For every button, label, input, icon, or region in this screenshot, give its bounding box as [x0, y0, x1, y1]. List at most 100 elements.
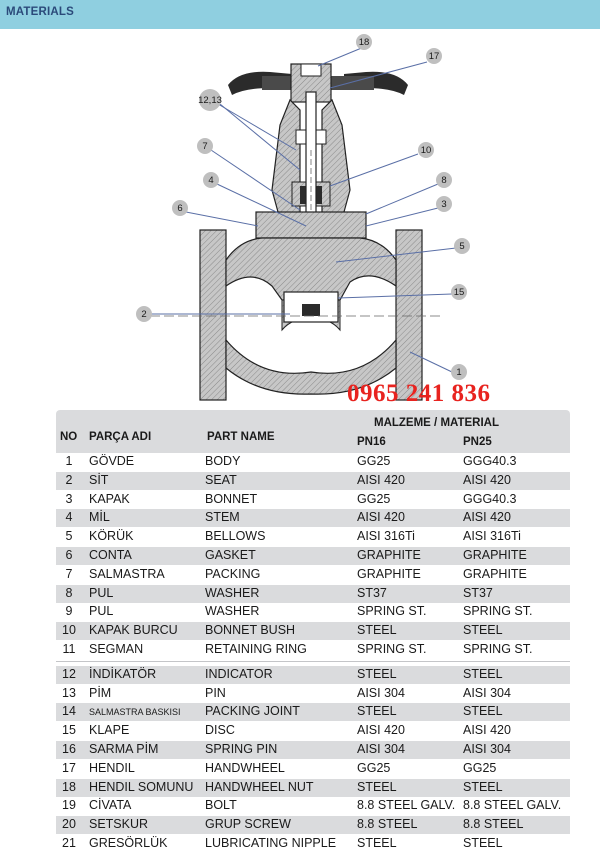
cell-pn16: GG25 [357, 491, 391, 506]
cell-part-tr: KÖRÜK [89, 529, 134, 544]
cell-pn16: AISI 420 [357, 472, 405, 487]
cell-part-tr: HENDIL [89, 760, 135, 775]
cell-no: 2 [65, 472, 73, 487]
svg-text:4: 4 [208, 175, 213, 186]
cell-no: 9 [65, 604, 73, 619]
cell-no: 16 [62, 742, 76, 756]
cell-part-tr: İNDİKATÖR [89, 666, 157, 681]
svg-text:7: 7 [202, 141, 207, 152]
callout-6: 6 [172, 200, 188, 216]
cell-part-en: SPRING PIN [205, 742, 278, 756]
cell-part-en: PIN [205, 685, 226, 700]
cell-part-en: PACKING [205, 566, 261, 581]
cell-part-en: PACKING JOINT [205, 704, 300, 719]
cell-part-tr: SALMASTRA [89, 566, 165, 581]
cell-no: 17 [62, 760, 76, 775]
svg-text:15: 15 [454, 287, 465, 298]
cell-pn16: STEEL [357, 704, 397, 719]
header-material-group: MALZEME / MATERIAL [374, 417, 499, 429]
svg-text:8: 8 [441, 175, 446, 186]
cell-part-en: WASHER [205, 604, 260, 619]
cell-pn25: STEEL [463, 704, 503, 719]
cell-part-en: GASKET [205, 548, 256, 562]
cell-no: 11 [62, 642, 76, 656]
cell-pn25: AISI 304 [463, 685, 511, 700]
cell-pn16: GRAPHITE [357, 566, 421, 581]
cell-pn25: GG25 [463, 760, 497, 775]
cell-part-en: BELLOWS [205, 529, 266, 544]
handwheel [228, 63, 408, 103]
cell-pn25: GRAPHITE [463, 566, 527, 581]
cell-pn16: AISI 316Ti [357, 529, 415, 544]
cell-pn16: STEEL [357, 666, 397, 681]
cell-pn25: AISI 420 [463, 510, 511, 525]
cell-part-en: DISC [205, 723, 235, 738]
cell-no: 20 [62, 817, 76, 832]
cell-part-en: BONNET BUSH [205, 623, 296, 638]
cell-pn16: AISI 304 [357, 685, 405, 700]
callout-8: 8 [436, 172, 452, 188]
cell-pn25: AISI 420 [463, 723, 511, 738]
header-part-tr: PARÇA ADI [89, 431, 152, 443]
cell-no: 14 [62, 704, 76, 719]
callout-10: 10 [418, 142, 434, 158]
cell-pn25: 8.8 STEEL [463, 817, 524, 832]
cell-part-en: BODY [205, 454, 241, 468]
callout-3: 3 [436, 196, 452, 212]
callout-12-13: 12,13 [198, 89, 222, 111]
cell-part-tr: KAPAK [89, 491, 130, 506]
page-title: MATERIALS [6, 6, 75, 18]
table-header: NO PARÇA ADI PART NAME MALZEME / MATERIA… [56, 410, 570, 453]
cell-pn16: SPRING ST. [357, 604, 427, 619]
cell-pn25: AISI 420 [463, 472, 511, 487]
part-callouts: 18 17 12,13 10 7 8 4 3 6 5 15 2 1 [136, 34, 470, 380]
cell-pn25: 8.8 STEEL GALV. [463, 798, 562, 813]
cell-no: 13 [62, 685, 76, 700]
cell-part-tr: PUL [89, 604, 114, 619]
cell-no: 4 [65, 510, 73, 525]
callout-5: 5 [454, 238, 470, 254]
svg-text:10: 10 [421, 145, 432, 156]
cell-pn16: AISI 304 [357, 742, 405, 756]
cell-no: 19 [62, 798, 76, 813]
cell-part-en: LUBRICATING NIPPLE [205, 836, 337, 850]
cell-part-en: SEAT [205, 472, 237, 487]
cell-part-en: BOLT [205, 798, 237, 813]
table-row: 13 PİM PIN AISI 304 AISI 304 [56, 685, 570, 703]
cell-pn16: SPRING ST. [357, 642, 427, 656]
svg-text:1: 1 [456, 367, 461, 378]
cell-part-tr: SİT [89, 472, 109, 487]
cell-pn25: SPRING ST. [463, 604, 533, 619]
cell-part-tr: KAPAK BURCU [89, 623, 178, 638]
callout-2: 2 [136, 306, 152, 322]
cell-part-tr: CİVATA [89, 798, 132, 813]
cell-pn25: STEEL [463, 836, 503, 850]
cell-part-en: INDICATOR [205, 666, 273, 681]
cell-no: 10 [62, 623, 76, 638]
callout-17: 17 [426, 48, 442, 64]
cell-part-tr: HENDIL SOMUNU [89, 779, 194, 794]
cell-part-tr: SEGMAN [89, 642, 144, 656]
table-row: 9 PUL WASHER SPRING ST. SPRING ST. [56, 603, 570, 621]
cell-part-en: HANDWHEEL NUT [205, 779, 314, 794]
cell-part-en: RETAINING RING [205, 642, 307, 656]
cell-part-tr: SETSKUR [89, 817, 149, 832]
cell-part-tr: SARMA PİM [89, 742, 159, 756]
cell-part-en: GRUP SCREW [205, 817, 291, 832]
cell-part-tr: SALMASTRA BASKISI [89, 707, 181, 718]
valve-body [150, 229, 440, 401]
cell-part-tr: PİM [89, 685, 112, 700]
cell-part-tr: GRESÖRLÜK [89, 836, 168, 850]
svg-text:2: 2 [141, 309, 146, 320]
cell-pn16: AISI 420 [357, 510, 405, 525]
header-part-en: PART NAME [207, 431, 275, 443]
